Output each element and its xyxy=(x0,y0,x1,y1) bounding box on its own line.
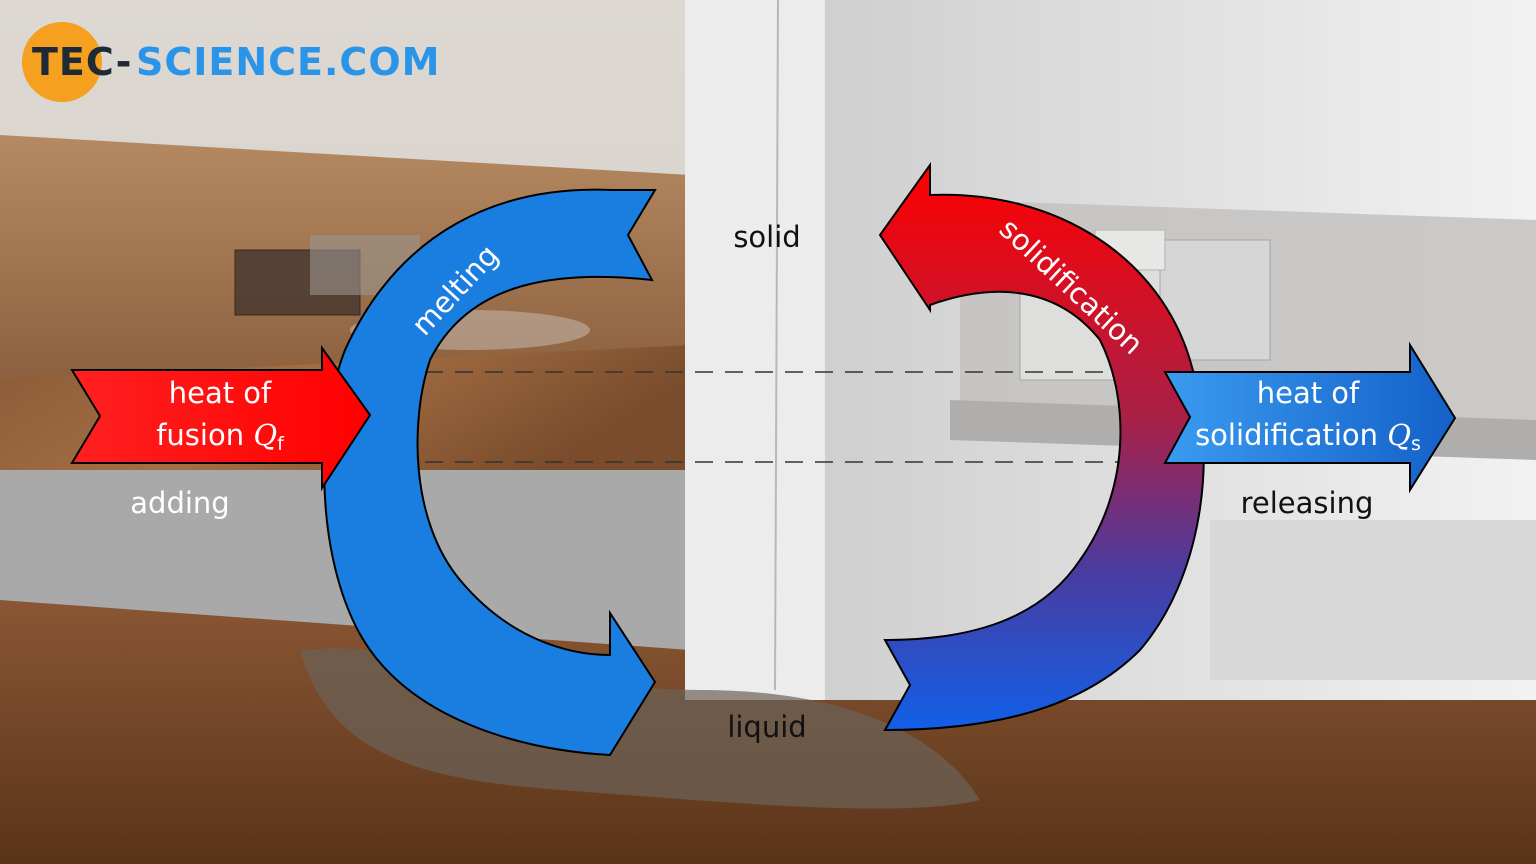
fridge-seam xyxy=(774,0,779,691)
melting-arc-arrow xyxy=(323,188,657,757)
solidification-word: solidification xyxy=(1195,418,1388,452)
adding-label: adding xyxy=(130,486,230,520)
logo-text-blue: SCIENCE.COM xyxy=(136,40,441,84)
logo-text-dark: TEC- xyxy=(32,40,133,84)
heat-of-fusion-text: heat of fusion Qf xyxy=(100,372,340,465)
fusion-word: fusion xyxy=(156,418,254,452)
heat-of-solidification-text: heat of solidification Qs xyxy=(1182,372,1434,465)
subscript-s: s xyxy=(1411,433,1421,455)
heat-of-fusion-line2: fusion Qf xyxy=(100,414,340,465)
heat-of-solidification-line1: heat of xyxy=(1256,376,1360,410)
heat-of-solidification-line2: solidification Qs xyxy=(1182,414,1434,465)
heat-of-solidification-arrow xyxy=(1163,341,1457,494)
liquid-label: liquid xyxy=(727,710,807,744)
fridge-drawer xyxy=(1210,520,1536,680)
solidification-arc-arrow xyxy=(878,161,1205,732)
logo-circle xyxy=(22,22,102,102)
fridge-door-edge xyxy=(685,0,825,700)
q-symbol-s: Q xyxy=(1387,418,1412,452)
q-symbol-f: Q xyxy=(253,418,278,452)
subscript-f: f xyxy=(277,433,284,455)
solid-label: solid xyxy=(733,220,801,254)
heat-of-fusion-line1: heat of xyxy=(168,376,272,410)
releasing-label: releasing xyxy=(1240,486,1374,520)
heat-of-fusion-arrow xyxy=(70,344,372,492)
